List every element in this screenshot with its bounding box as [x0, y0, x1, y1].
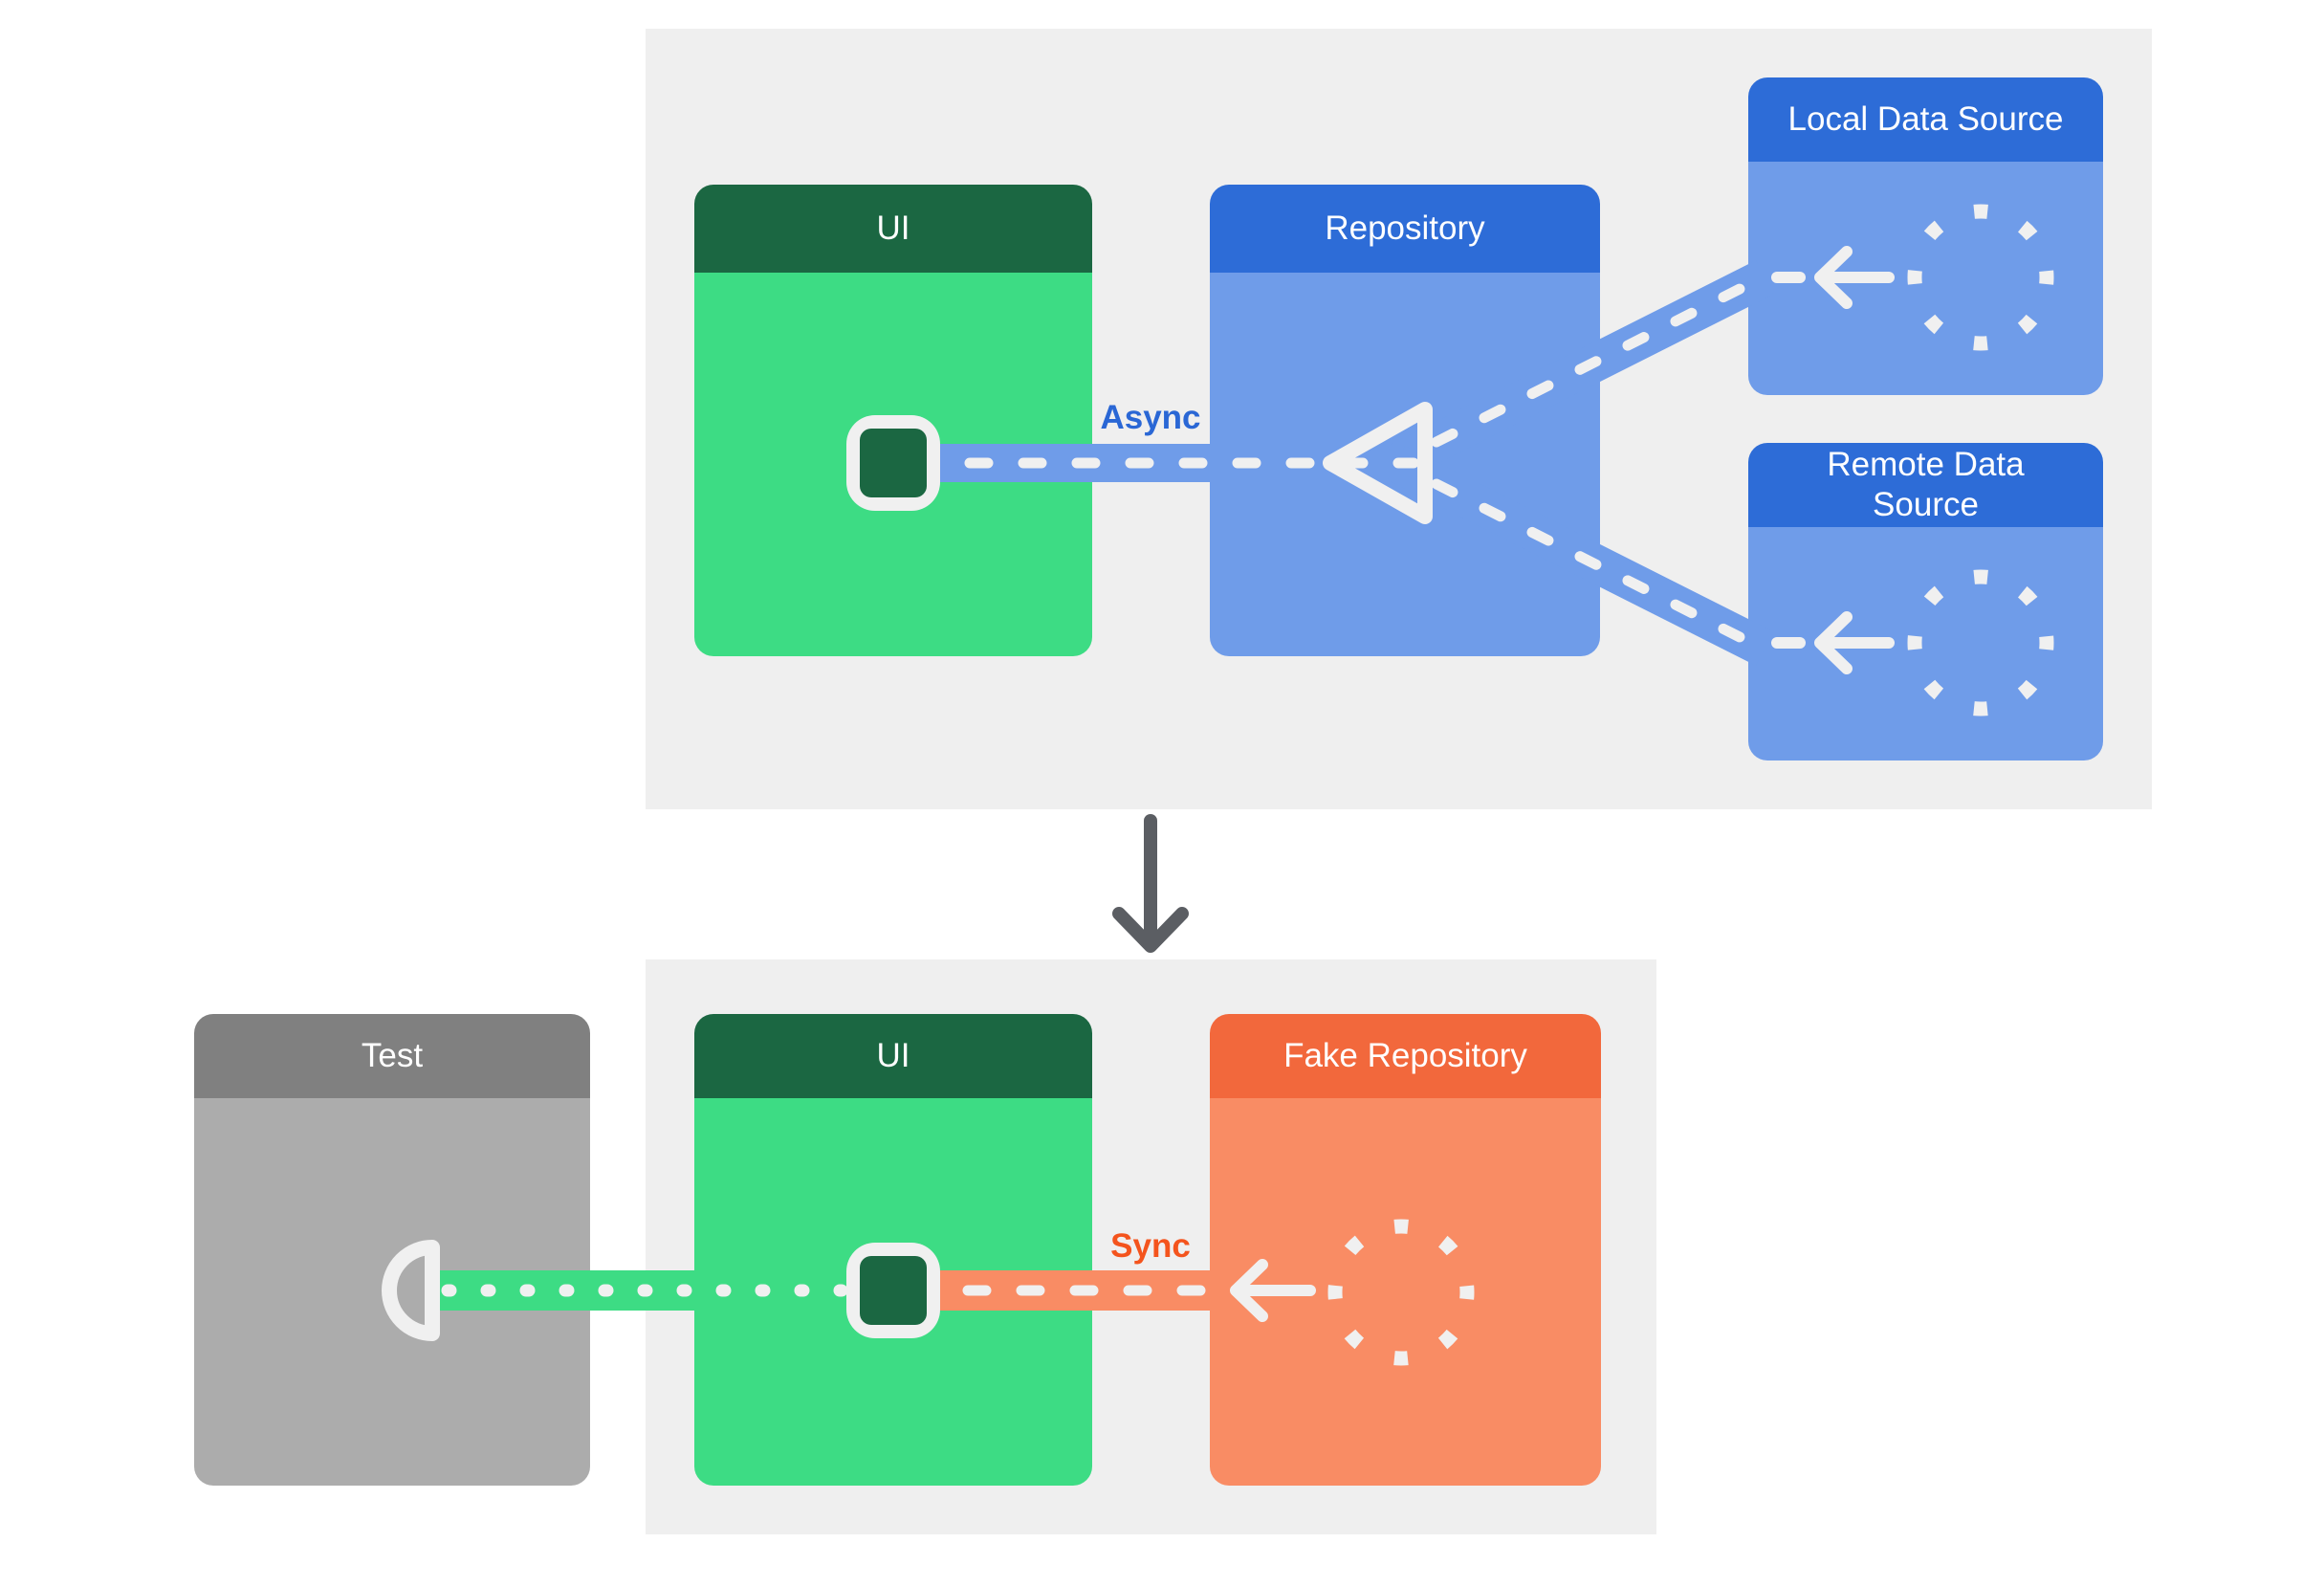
ui-box-top-body: [694, 273, 1092, 656]
ui-box-top-title: UI: [876, 209, 910, 247]
remote-data-source-box: Remote Data Source: [1748, 443, 2103, 760]
ui-box-bottom-body: [694, 1098, 1092, 1486]
down-arrow-head: [1112, 907, 1189, 953]
ui-box-bottom-header: UI: [694, 1014, 1092, 1098]
remote-data-source-body: [1748, 527, 2103, 760]
local-data-source-header: Local Data Source: [1748, 77, 2103, 162]
ui-box-top-header: UI: [694, 185, 1092, 273]
fake-repository-body: [1210, 1098, 1601, 1486]
async-label: Async: [1100, 399, 1201, 436]
test-box-body: [194, 1098, 590, 1486]
local-data-source-box: Local Data Source: [1748, 77, 2103, 395]
fake-repository-header: Fake Repository: [1210, 1014, 1601, 1098]
fake-repository-box: Fake Repository: [1210, 1014, 1601, 1486]
fake-repository-title: Fake Repository: [1283, 1037, 1527, 1074]
ui-box-bottom: UI: [694, 1014, 1092, 1486]
repository-box: Repository: [1210, 185, 1600, 656]
remote-data-source-header: Remote Data Source: [1748, 443, 2103, 527]
test-box-header: Test: [194, 1014, 590, 1098]
remote-data-source-title: Remote Data Source: [1827, 446, 2025, 523]
repository-box-body: [1210, 273, 1600, 656]
test-box: Test: [194, 1014, 590, 1486]
ui-box-bottom-title: UI: [876, 1037, 910, 1074]
sync-label: Sync: [1110, 1227, 1191, 1265]
test-box-title: Test: [361, 1037, 424, 1074]
ui-box-top: UI: [694, 185, 1092, 656]
down-arrow-icon: [1112, 814, 1189, 953]
local-data-source-title: Local Data Source: [1787, 100, 2064, 138]
repository-box-header: Repository: [1210, 185, 1600, 273]
local-data-source-body: [1748, 162, 2103, 395]
repository-box-title: Repository: [1325, 209, 1485, 247]
